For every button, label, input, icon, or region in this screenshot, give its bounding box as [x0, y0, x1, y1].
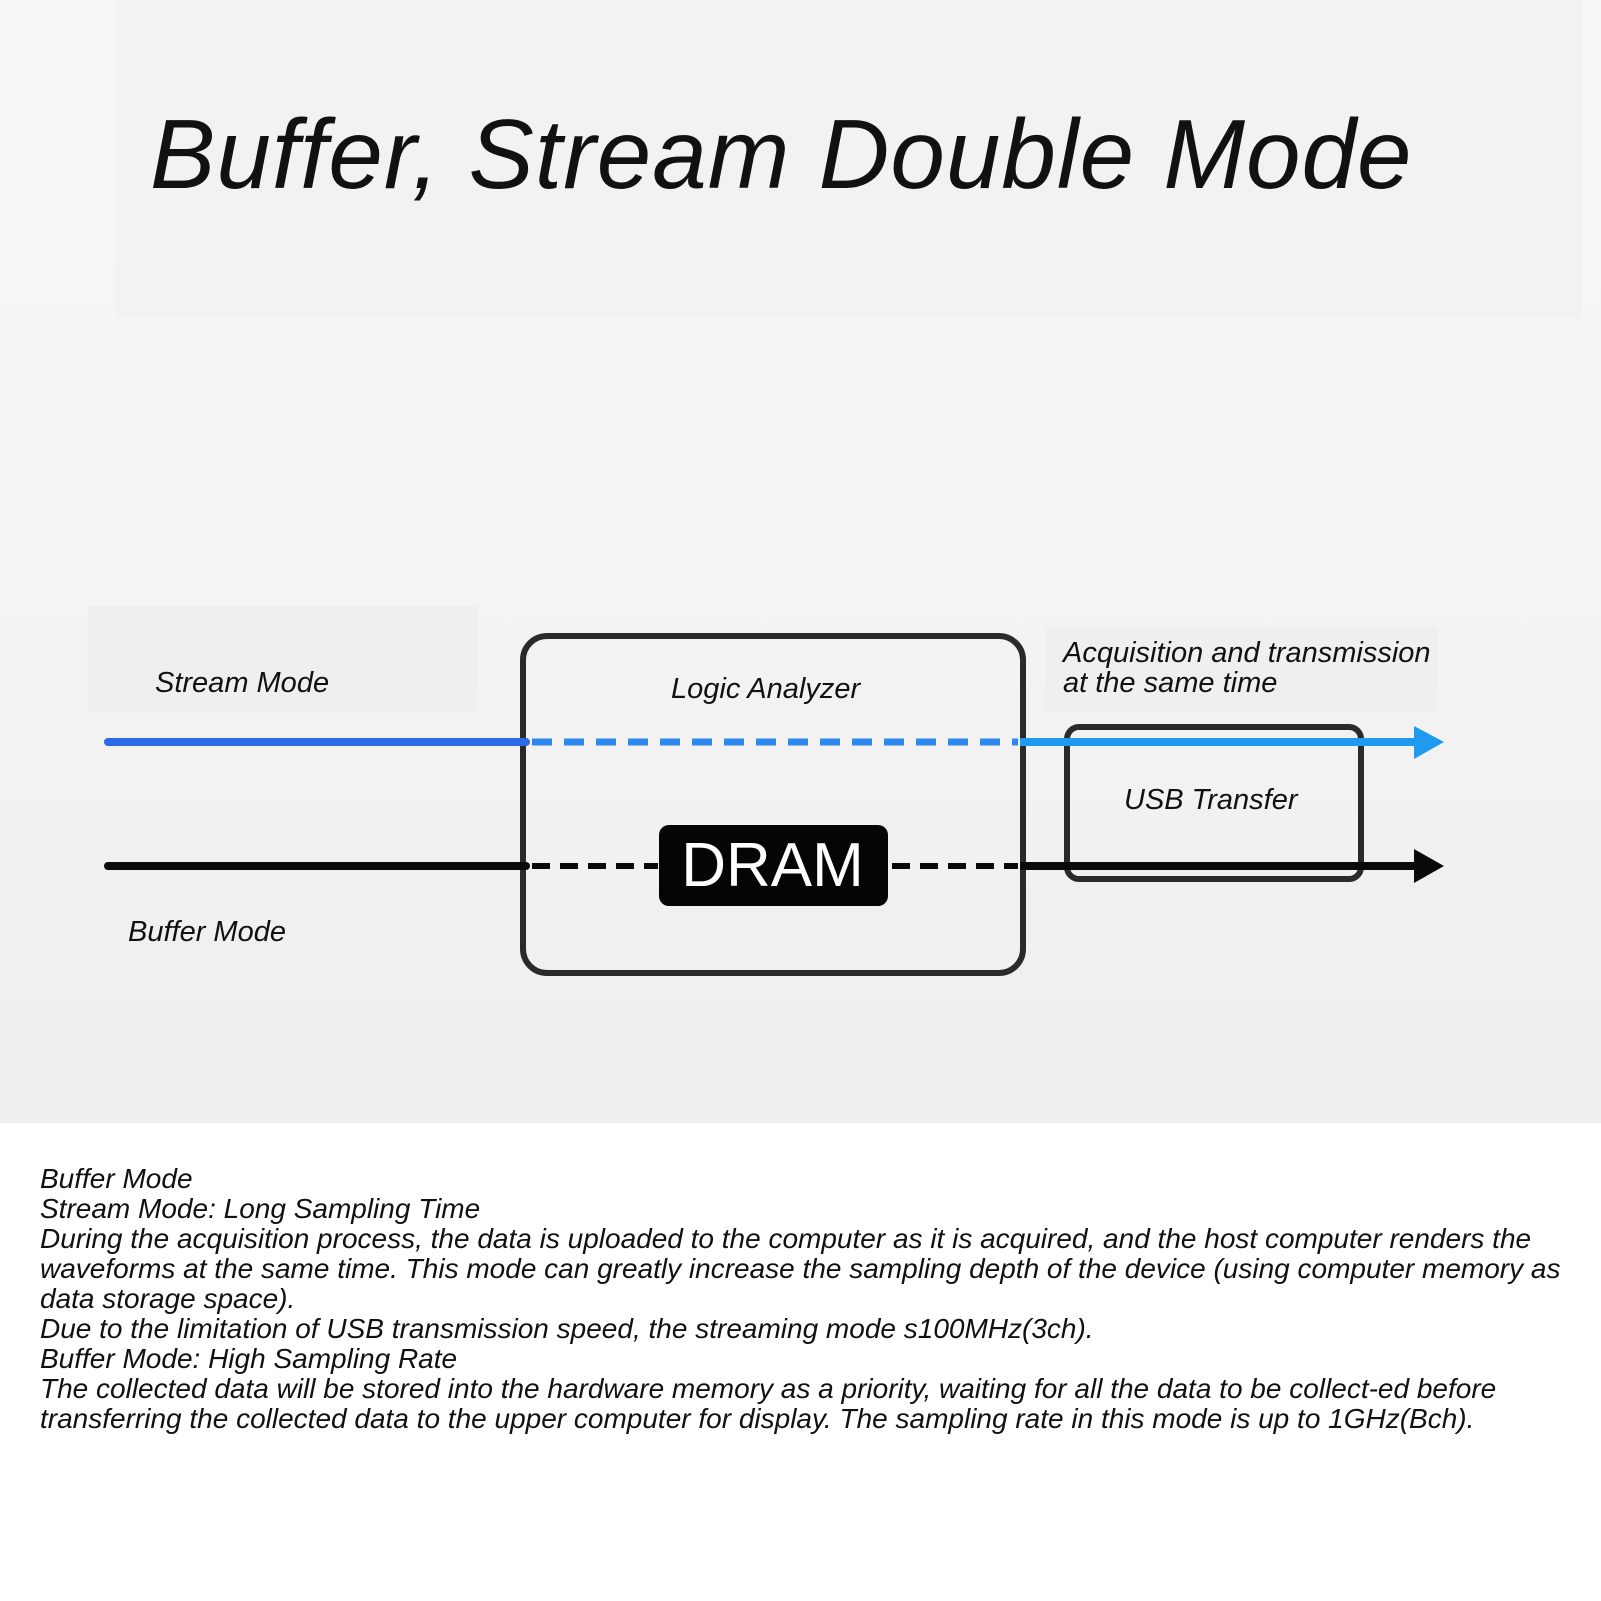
stream-mode-label-bg [88, 606, 478, 712]
acquisition-label-line1: Acquisition and transmission [1063, 637, 1431, 669]
buffer-mode-label: Buffer Mode [128, 916, 286, 948]
description-notes: Buffer Mode Stream Mode: Long Sampling T… [40, 1164, 1570, 1434]
title-panel [116, 0, 1582, 318]
stream-mode-label: Stream Mode [155, 667, 330, 699]
logic-analyzer-label: Logic Analyzer [671, 673, 861, 705]
usb-transfer-box [1064, 724, 1364, 882]
logic-analyzer-box [520, 633, 1026, 976]
note-line: Due to the limitation of USB transmissio… [40, 1313, 1094, 1344]
acquisition-label-bg [1046, 627, 1438, 713]
mode-flow-diagram [104, 633, 1444, 976]
note-line: The collected data will be stored into t… [40, 1373, 1497, 1434]
note-line: During the acquisition process, the data… [40, 1223, 1561, 1314]
usb-transfer-label: USB Transfer [1124, 784, 1298, 816]
note-line: Stream Mode: Long Sampling Time [40, 1193, 481, 1224]
acquisition-label-line2: at the same time [1063, 667, 1278, 699]
buffer-arrow-head [1414, 849, 1444, 883]
page-title: Buffer, Stream Double Mode [150, 99, 1413, 209]
dram-block [659, 825, 888, 906]
dram-label: DRAM [681, 831, 864, 900]
stream-arrow-head [1414, 726, 1444, 759]
note-line: Buffer Mode [40, 1163, 193, 1194]
note-line: Buffer Mode: High Sampling Rate [40, 1343, 458, 1374]
